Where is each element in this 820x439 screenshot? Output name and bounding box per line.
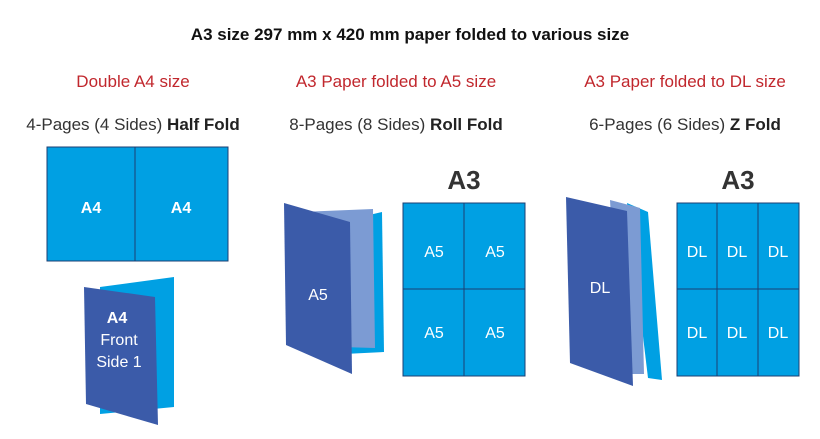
panel-label: A5 <box>424 325 444 342</box>
panel-label: DL <box>727 325 748 342</box>
sheet-panel <box>716 288 759 377</box>
half-fold-folded-booklet <box>84 277 174 425</box>
sheet-panel <box>463 288 526 377</box>
z-fold-folded-booklet <box>566 197 662 386</box>
section-subtitle-half-fold: 4-Pages (4 Sides) Half Fold <box>13 115 253 135</box>
a3-label-roll-fold: A3 <box>447 165 481 195</box>
panel-label: DL <box>727 244 748 261</box>
sheet-panel <box>716 202 759 290</box>
section-heading-z-fold: A3 Paper folded to DL size <box>584 72 786 91</box>
a3-label-z-fold: A3 <box>721 165 755 195</box>
section-subtitle-z-fold: 6-Pages (6 Sides) Z Fold <box>560 115 810 135</box>
page-count-label: 8-Pages (8 Sides) <box>289 115 426 134</box>
panel-label: A5 <box>485 244 505 261</box>
section-heading-half-fold: Double A4 size <box>76 72 190 91</box>
half-fold-flat-sheet <box>46 146 229 262</box>
folded-label-bold: A4 <box>107 310 128 327</box>
roll-fold-a3-sheet <box>402 202 526 377</box>
section-subtitle-roll-fold: 8-Pages (8 Sides) Roll Fold <box>276 115 516 135</box>
sheet-panel <box>46 146 136 262</box>
panel-label: A4 <box>81 200 102 217</box>
fold-type-label: Roll Fold <box>430 115 503 134</box>
fold-type-label: Half Fold <box>167 115 240 134</box>
panel-label: DL <box>687 244 708 261</box>
z-fold-a3-sheet <box>676 202 800 377</box>
front-cover <box>284 203 352 374</box>
page-count-label: 6-Pages (6 Sides) <box>589 115 726 134</box>
fold-type-label: Z Fold <box>729 115 781 134</box>
front-cover <box>84 287 158 425</box>
page-count-label: 4-Pages (4 Sides) <box>26 115 163 134</box>
panel-label: DL <box>768 325 789 342</box>
sheet-panel <box>757 202 800 290</box>
sheet-panel <box>463 202 526 290</box>
page-title: A3 size 297 mm x 420 mm paper folded to … <box>190 25 630 44</box>
folded-label: A5 <box>308 287 328 304</box>
panel-label: A4 <box>171 200 192 217</box>
folded-label: DL <box>590 280 611 297</box>
sheet-panel <box>402 288 465 377</box>
panel-label: DL <box>687 325 708 342</box>
sheet-panel <box>402 202 465 290</box>
roll-fold-folded-booklet <box>284 203 384 374</box>
folded-label-side: Side 1 <box>96 354 141 371</box>
panel-label: A5 <box>485 325 505 342</box>
front-cover <box>566 197 633 386</box>
sheet-panel <box>757 288 800 377</box>
sheet-panel <box>134 146 229 262</box>
section-heading-roll-fold: A3 Paper folded to A5 size <box>295 72 497 91</box>
panel-label: DL <box>768 244 789 261</box>
sheet-panel <box>676 288 718 377</box>
panel-label: A5 <box>424 244 444 261</box>
folded-label-front: Front <box>100 332 138 349</box>
